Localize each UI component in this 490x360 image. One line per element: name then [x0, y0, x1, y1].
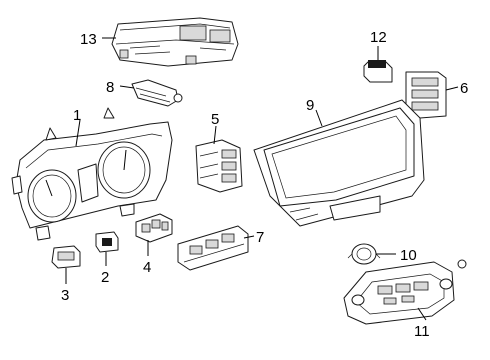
callout-labels: 1 2 3 4 5 6 7 8 9 10 11 12 13 — [61, 29, 468, 340]
callout-3: 3 — [61, 287, 69, 304]
callout-12: 12 — [370, 29, 387, 46]
part-6-switch-module — [405, 71, 447, 119]
callout-11: 11 — [414, 323, 430, 340]
part-2-button — [95, 231, 119, 253]
leader-9 — [315, 109, 323, 127]
callout-2: 2 — [101, 269, 109, 286]
leader-8 — [119, 85, 135, 89]
callout-6: 6 — [460, 80, 468, 97]
part-10-knob — [347, 243, 381, 265]
leader-lines — [65, 37, 459, 321]
callout-4: 4 — [143, 259, 151, 276]
part-8-sensor — [131, 79, 183, 107]
leader-7 — [243, 235, 255, 239]
part-3-switch — [51, 245, 81, 269]
callout-1: 1 — [73, 107, 81, 124]
leader-5 — [213, 125, 217, 145]
part-11-control-panel — [343, 259, 467, 325]
callout-10: 10 — [400, 247, 417, 264]
part-1-instrument-cluster — [11, 107, 173, 241]
part-4-switch-cluster — [135, 213, 173, 243]
part-7-button-panel — [177, 225, 249, 271]
leader-6 — [445, 86, 459, 91]
callout-7: 7 — [256, 229, 264, 246]
part-13-control-module — [111, 17, 239, 67]
part-5-switch-unit — [195, 139, 243, 193]
callout-5: 5 — [211, 111, 219, 128]
callout-13: 13 — [80, 31, 97, 48]
leader-11 — [417, 307, 427, 321]
callout-9: 9 — [306, 97, 314, 114]
part-12-connector — [363, 60, 393, 83]
leader-1 — [75, 119, 81, 147]
part-9-display-screen — [253, 99, 425, 227]
callout-8: 8 — [106, 79, 114, 96]
